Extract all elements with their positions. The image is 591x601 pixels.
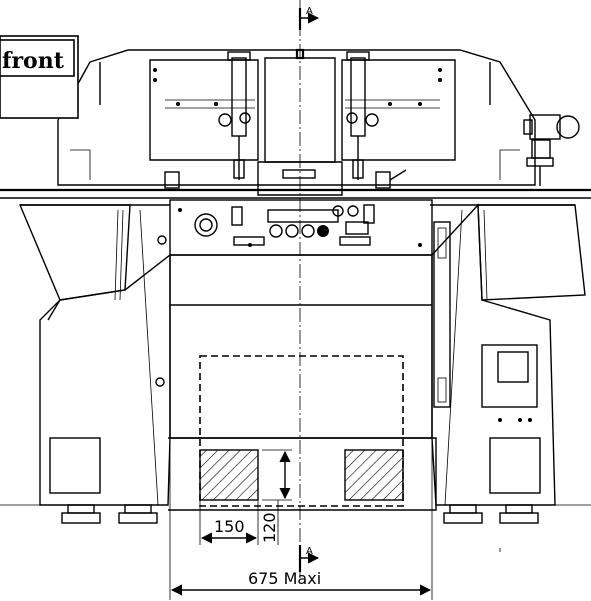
base-body [155,235,433,439]
front-label-box: front [0,35,79,119]
right-clamp-plate [341,59,456,161]
section-marker-bottom: A [298,545,320,572]
feet [0,504,591,524]
bottom-base [168,437,437,511]
right-leg [431,203,556,506]
vertical-rail [433,221,451,408]
left-hatched-profile [199,449,259,501]
upper-housing [57,49,536,186]
dimension-120-text: 120 [260,512,279,543]
section-label-bottom: A [306,546,313,557]
work-table [0,188,591,206]
right-lateral-support [477,204,586,301]
hidden-outline [199,355,404,507]
right-hatched-profile [344,449,404,501]
right-cylinder [346,51,379,180]
front-label: front [2,48,65,74]
dimension-675: 675 Maxi [169,440,433,600]
side-valves [164,169,407,189]
dimension-675-text: 675 Maxi [248,569,321,588]
left-lateral-support [18,204,131,301]
section-marker-top: A [298,6,320,30]
dimension-120: 120 [260,449,292,545]
control-panel [169,199,433,256]
left-cylinder [218,51,251,180]
dimension-150-text: 150 [214,517,245,536]
left-clamp-plate [149,59,259,161]
air-regulator [523,114,580,186]
left-leg [39,209,171,506]
dimension-150: 150 [199,500,259,545]
section-label-top: A [306,6,313,17]
